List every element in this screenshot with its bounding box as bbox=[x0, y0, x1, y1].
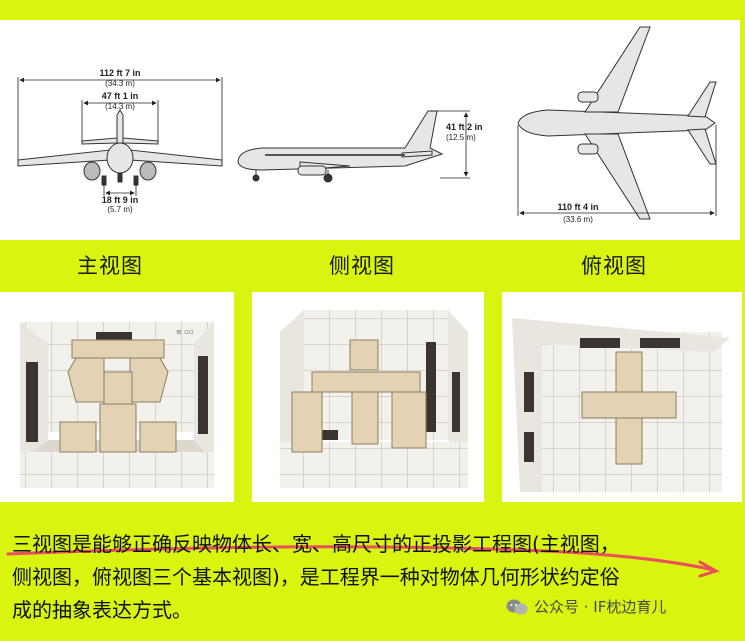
airplane-drawing: 112 ft 7 in (34.3 m) 47 ft 1 in (14.3 m)… bbox=[17, 26, 717, 224]
top-view-label: 俯视图 bbox=[581, 254, 647, 278]
top-view-room-image bbox=[502, 292, 742, 502]
front-view-room-image: ≡ ▫▫ bbox=[0, 292, 234, 502]
caption-line-2: 侧视图，俯视图三个基本视图)，是工程界一种对物体几何形状约定俗 bbox=[12, 565, 620, 589]
tail-span-m-label: (14.3 m) bbox=[105, 102, 135, 111]
front-view-label: 主视图 bbox=[77, 254, 143, 278]
watermark-text: 公众号 · IF枕边育儿 bbox=[534, 598, 667, 616]
height-ft-label: 41 ft 2 in bbox=[446, 122, 483, 132]
gear-track-m-label: (5.7 m) bbox=[107, 205, 133, 214]
front-view-dimensions bbox=[17, 77, 223, 196]
height-m-label: (12.5 m) bbox=[446, 133, 476, 142]
caption-text: 三视图是能够正确反映物体长、宽、高尺寸的正投影工程图(主视图， 侧视图，俯视图三… bbox=[12, 528, 732, 627]
front-view-plane bbox=[17, 109, 223, 186]
wingspan-ft-label: 112 ft 7 in bbox=[99, 68, 140, 78]
wechat-icon bbox=[506, 599, 528, 614]
red-underline-arrow bbox=[6, 545, 720, 578]
length-m-label: (33.6 m) bbox=[563, 215, 593, 224]
tail-span-ft-label: 47 ft 1 in bbox=[102, 91, 139, 101]
gear-track-ft-label: 18 ft 9 in bbox=[102, 195, 139, 205]
side-view-windows bbox=[265, 154, 405, 156]
top-view-plane bbox=[517, 26, 717, 220]
side-view-room-image bbox=[252, 292, 484, 502]
svg-text:≡ ▫▫: ≡ ▫▫ bbox=[176, 328, 194, 336]
top-view-dimensions bbox=[517, 125, 717, 216]
airplane-three-view-panel: 112 ft 7 in (34.3 m) 47 ft 1 in (14.3 m)… bbox=[0, 20, 740, 240]
watermark: 公众号 · IF枕边育儿 bbox=[506, 596, 666, 617]
side-view-label: 侧视图 bbox=[329, 254, 395, 278]
caption-line-3: 成的抽象表达方式。 bbox=[12, 598, 192, 622]
wingspan-m-label: (34.3 m) bbox=[105, 79, 135, 88]
side-view-dimensions bbox=[430, 110, 470, 179]
length-ft-label: 110 ft 4 in bbox=[557, 202, 598, 212]
caption-line-1: 三视图是能够正确反映物体长、宽、高尺寸的正投影工程图(主视图， bbox=[12, 532, 620, 556]
side-view-plane bbox=[237, 110, 444, 183]
